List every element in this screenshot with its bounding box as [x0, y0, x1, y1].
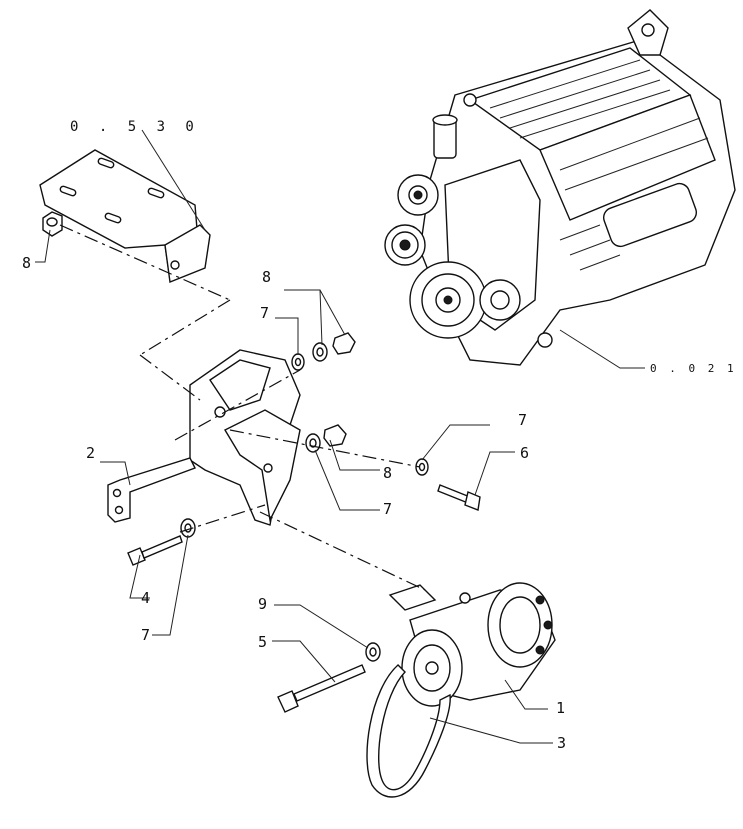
callout-4-bolt: 4: [141, 589, 150, 607]
callout-6-bolt: 6: [520, 444, 529, 462]
ref-label-engine: 0 . 0 2 1: [650, 362, 737, 375]
engine-assembly: [384, 9, 736, 366]
assembly-center-lines: [59, 224, 426, 591]
ref-label-bracket: 0 . 5 3 0: [70, 119, 200, 135]
support-strap-2: [107, 457, 196, 523]
washer-nut-stack-top: [291, 332, 356, 371]
callout-7-washer-right: 7: [518, 411, 527, 429]
callout-7-washer-mid: 7: [383, 500, 392, 518]
leader-lines: [35, 129, 645, 744]
nut-8-upper: [42, 211, 63, 237]
callout-2-strap: 2: [86, 444, 95, 462]
bolt-5: [277, 664, 366, 713]
drive-belt-3: [366, 664, 451, 798]
callout-7-washer-top: 7: [260, 304, 269, 322]
callout-7-washer-lower: 7: [141, 626, 150, 644]
upper-bracket-plate: [39, 149, 211, 283]
ac-compressor-1: [388, 582, 556, 707]
callout-8-upper-nut: 8: [22, 254, 31, 272]
callout-9-washer: 9: [258, 595, 267, 613]
callout-8-nut-stack: 8: [262, 268, 271, 286]
callout-5-bolt: 5: [258, 633, 267, 651]
callout-3-belt: 3: [557, 734, 566, 752]
washer-nut-stack-mid: [305, 424, 347, 453]
bolt-4: [127, 518, 196, 566]
bolt-6: [415, 458, 481, 511]
callout-8-nut-mid: 8: [383, 464, 392, 482]
callout-1-compressor: 1: [556, 699, 565, 717]
washer-9: [365, 642, 381, 662]
compressor-mounting-bracket: [189, 349, 301, 526]
